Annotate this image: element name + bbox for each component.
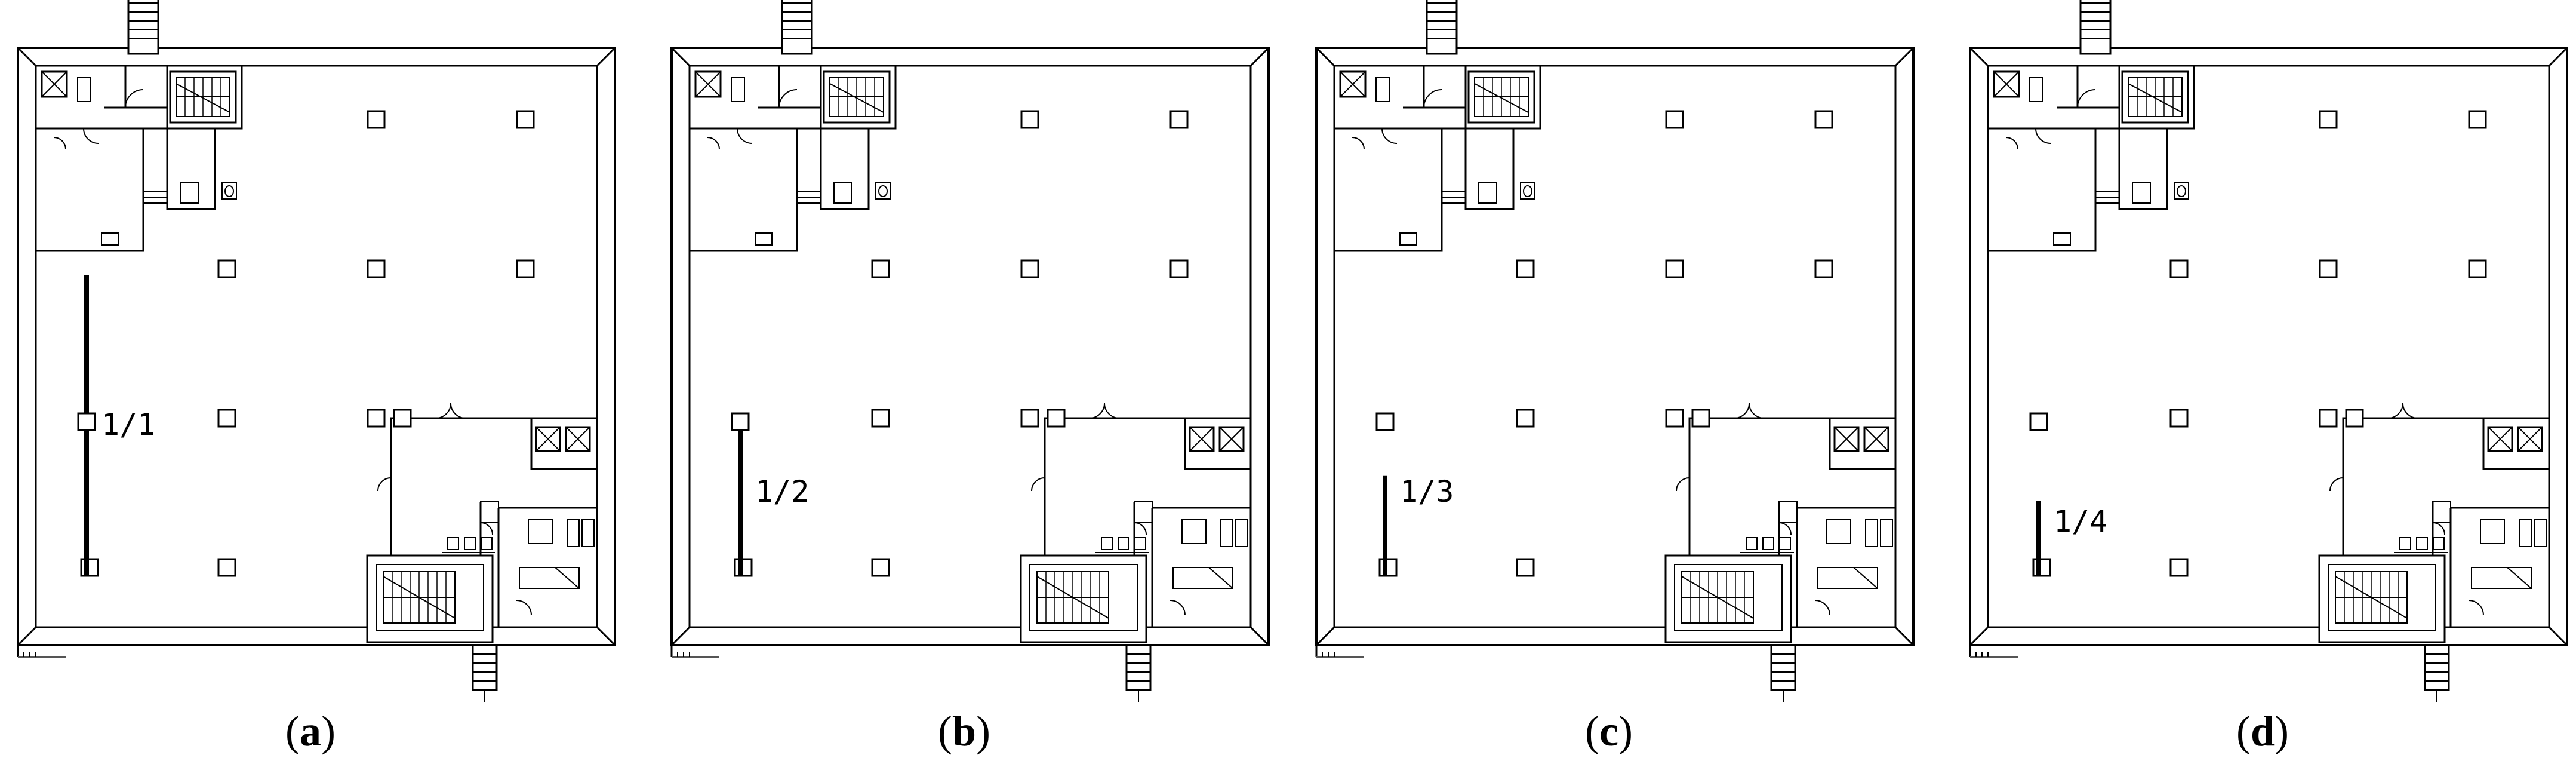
panel-b-caption: (b)	[938, 707, 990, 755]
floor-plan	[1315, 0, 1915, 703]
panel-d: 1/4	[1969, 0, 2568, 703]
panel-c: 1/3	[1315, 0, 1915, 703]
column-icon	[731, 412, 750, 431]
panel-c-caption: (c)	[1585, 707, 1633, 755]
partition-ratio-label: 1/3	[1400, 474, 1454, 509]
floor-plan	[1969, 0, 2568, 703]
column-icon	[77, 412, 96, 431]
floor-plan	[670, 0, 1270, 703]
panel-a: 1/1	[17, 0, 616, 703]
partition-ratio-label: 1/1	[101, 407, 155, 442]
panel-b: 1/2	[670, 0, 1270, 703]
column-icon	[2029, 412, 2048, 431]
floor-plan	[17, 0, 616, 703]
partition-ratio-label: 1/2	[755, 474, 809, 509]
partition-ratio-label: 1/4	[2054, 504, 2107, 539]
panel-a-caption: (a)	[285, 707, 336, 755]
panel-d-caption: (d)	[2236, 707, 2289, 755]
column-icon	[1375, 412, 1395, 431]
